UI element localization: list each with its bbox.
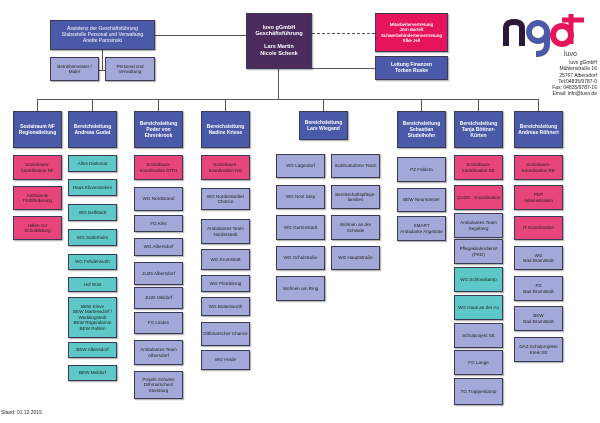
unit-box: WG Albersdorf — [134, 238, 183, 256]
unit-box: WG Delfstedt — [68, 204, 117, 221]
logo-subtext: luvo — [564, 51, 577, 58]
unit-box: Wohnen an der Schwale — [331, 215, 380, 240]
unit-box: QUGK - Koordination — [454, 185, 503, 210]
unit-box: Sozialraum- koordination NF — [13, 155, 62, 180]
unit-box: WG Buttenwurth — [201, 297, 250, 316]
unit-box: PZ Faldera — [397, 157, 446, 182]
unit-box: WG Next Step — [276, 185, 325, 209]
unit-box: WG Bad Bramstedt — [514, 246, 563, 270]
mitarbeitervertretung-box: Mitarbeitervertretung Jörn Bartelt Schwe… — [375, 13, 448, 52]
unit-box: DAZ Schulprojekte Kreis SE — [514, 337, 563, 362]
dashed-connector — [312, 33, 375, 34]
department-head-box: Bereichsleitung Tanja Böttner- Kürten — [454, 111, 503, 148]
ngd-logo: luvo — [500, 8, 590, 58]
connector-line — [155, 35, 246, 36]
unit-box: Ambulante Frühförderung — [13, 186, 62, 210]
connector-line — [538, 99, 539, 111]
unit-box: FG Linden — [134, 312, 183, 334]
unit-box: WG Nordstrand — [134, 187, 183, 211]
connector-line — [92, 99, 93, 111]
unit-box: WG Heide — [201, 350, 250, 370]
date-footer: Stand: 01.12.2015 — [1, 410, 42, 416]
unit-box: WG Süderholm — [68, 229, 117, 246]
unit-box: Sozialraum- koordination NO — [201, 155, 250, 180]
unit-box: WG Schulstraße — [276, 246, 325, 270]
assistenz-box: Assistenz der Geschäftsführung Stabsstel… — [50, 20, 155, 50]
unit-box: FG Kiks — [134, 215, 183, 232]
unit-box: BEW Neumünster — [397, 188, 446, 212]
unit-box: Sozialraum- koordination SE — [454, 155, 503, 180]
unit-box: Dithmarscher Chance — [201, 322, 250, 346]
connector-line — [312, 68, 375, 69]
unit-box: FG Lange — [454, 350, 503, 375]
unit-box: Ambulantes Team Norderstedt — [201, 219, 250, 244]
address-block: luvo gGmbH Mühlenstraße 16 25767 Albersd… — [552, 60, 597, 98]
unit-box: BEW Bad Bramstedt — [514, 306, 563, 331]
finanzen-box: Leitung Finanzen Torben Ruske — [375, 56, 448, 80]
unit-box: Bereitschaftspflege- familien — [331, 185, 380, 209]
unit-box: SMART Ambulante Angebote — [397, 216, 446, 241]
connector-line — [421, 99, 422, 111]
department-head-box: Bereichsleitung Andreas Gudat — [68, 111, 117, 148]
unit-box: Projekt Schulen Dithmarschen/ Steinburg — [134, 371, 183, 399]
unit-box: JU25 Meldorf — [134, 287, 183, 309]
unit-box: WG Lägerdorf — [276, 154, 325, 178]
unit-box: JU25 Albersdorf — [134, 262, 183, 285]
unit-box: Schulprojekt SE — [454, 323, 503, 348]
unit-box: WG Pferdekrug — [201, 275, 250, 292]
unit-box: IT Koordination — [514, 216, 563, 240]
connector-line — [478, 99, 479, 111]
department-head-box: Bereichsleitung Nadine Kriese — [201, 111, 250, 148]
unit-box: Haus Kluvensieken — [68, 179, 117, 196]
connector-line — [37, 99, 539, 100]
connector-line — [99, 70, 105, 71]
unit-box: BEW Kleve BEW Martensdorf / Weddingstedt… — [68, 297, 117, 338]
department-head-box: Bereichsleitung Sebastian Studelhofer — [397, 111, 446, 148]
personal-box: Personal und Verwaltung — [105, 57, 155, 81]
unit-box: WG Schlosskamp — [454, 267, 503, 292]
connector-line — [323, 99, 324, 111]
unit-box: WG Hauptstraße — [331, 246, 380, 270]
unit-box: Ambulantes Team Albersdorf — [134, 340, 183, 365]
connector-line — [278, 69, 279, 99]
unit-box: Pflegekinderdienst (PKD) — [454, 239, 503, 264]
unit-box: PEP Administration — [514, 185, 563, 210]
connector-line — [102, 50, 103, 70]
geschaeftsfuehrung-box: luvo gGmbH Geschäftsführung Lars Martin … — [246, 13, 312, 69]
unit-box: TG Trappenkamp — [454, 378, 503, 405]
department-head-box: Bereichsleitung Andreas Röhnert — [514, 111, 563, 148]
unit-box: BEW Albersdorf — [68, 342, 117, 358]
unit-box: Hilfen zur Schulbildung — [13, 216, 62, 240]
department-head-box: Bereichsleitung Peder von Ehrenkrook — [134, 111, 183, 148]
unit-box: Inobhutnahme Team — [331, 154, 380, 178]
unit-box: WG Fehderwurth — [68, 254, 117, 270]
betriebsmeister-box: Betriebsmeister / Maler — [50, 57, 99, 81]
unit-box: WG Norderstedter Chance — [201, 188, 250, 210]
department-head-box: Sozialraum NF Regionalleitung — [13, 111, 62, 148]
unit-box: PZ Bad Bramstedt — [514, 276, 563, 301]
unit-box: Hof Rüst — [68, 277, 117, 292]
unit-box: WG Krumstedt — [201, 249, 250, 270]
connector-line — [37, 99, 38, 111]
connector-line — [225, 99, 226, 111]
unit-box: Sozialraum- koordination RB — [514, 155, 563, 180]
unit-box: Ambulantes Team Segeberg — [454, 213, 503, 238]
unit-box: Wohnen am Ring — [276, 276, 325, 301]
department-head-box: Bereichsleitung Lars Wiegand — [299, 111, 348, 140]
unit-box: WG Gartenstadt — [276, 215, 325, 240]
unit-box: Altes Diakonat — [68, 155, 117, 172]
unit-box: Sozialraum- koordination DITH — [134, 155, 183, 180]
unit-box: BEW Meldorf — [68, 365, 117, 381]
connector-line — [158, 99, 159, 111]
unit-box: WG Haus an der Au — [454, 295, 503, 320]
